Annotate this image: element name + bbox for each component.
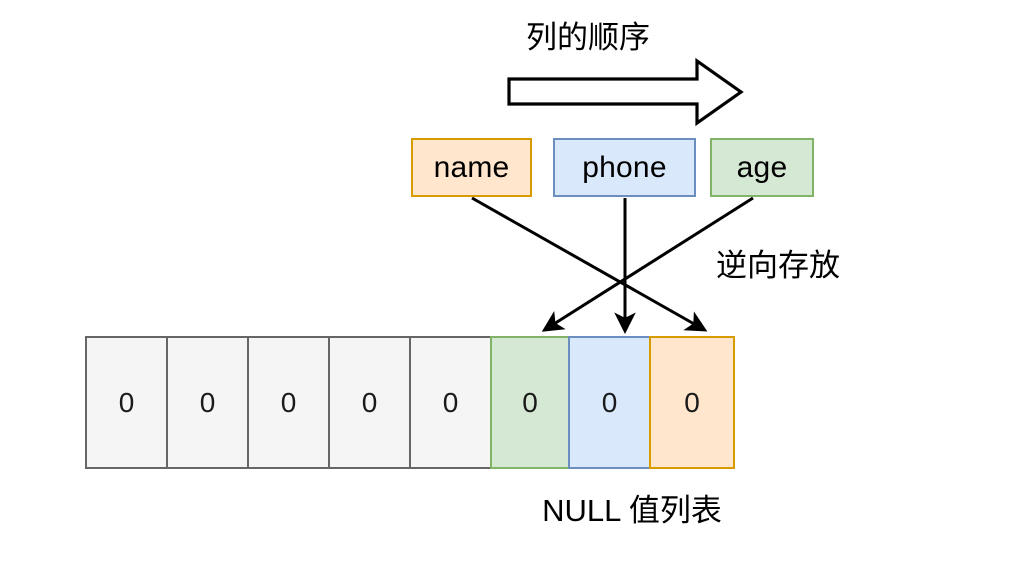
null-cell-age[interactable]: 0	[490, 336, 570, 469]
null-value-list-table: 0 0 0 0 0 0 0 0	[85, 336, 735, 469]
column-order-label: 列的顺序	[526, 20, 650, 55]
reverse-storage-label: 逆向存放	[716, 248, 840, 283]
connector-age-to-green-cell	[541, 196, 754, 332]
null-cell[interactable]: 0	[409, 336, 492, 469]
column-box-age[interactable]: age	[710, 138, 814, 197]
null-cell[interactable]: 0	[166, 336, 249, 469]
column-box-name[interactable]: name	[411, 138, 532, 197]
null-cell[interactable]: 0	[85, 336, 168, 469]
null-cell-phone[interactable]: 0	[568, 336, 651, 469]
null-value-list-caption: NULL 值列表	[542, 493, 722, 528]
null-cell-name[interactable]: 0	[649, 336, 735, 469]
column-order-arrow-icon	[507, 57, 744, 127]
column-box-phone[interactable]: phone	[553, 138, 696, 197]
connector-name-to-orange-cell	[471, 196, 708, 332]
null-cell[interactable]: 0	[328, 336, 411, 469]
null-cell[interactable]: 0	[247, 336, 330, 469]
